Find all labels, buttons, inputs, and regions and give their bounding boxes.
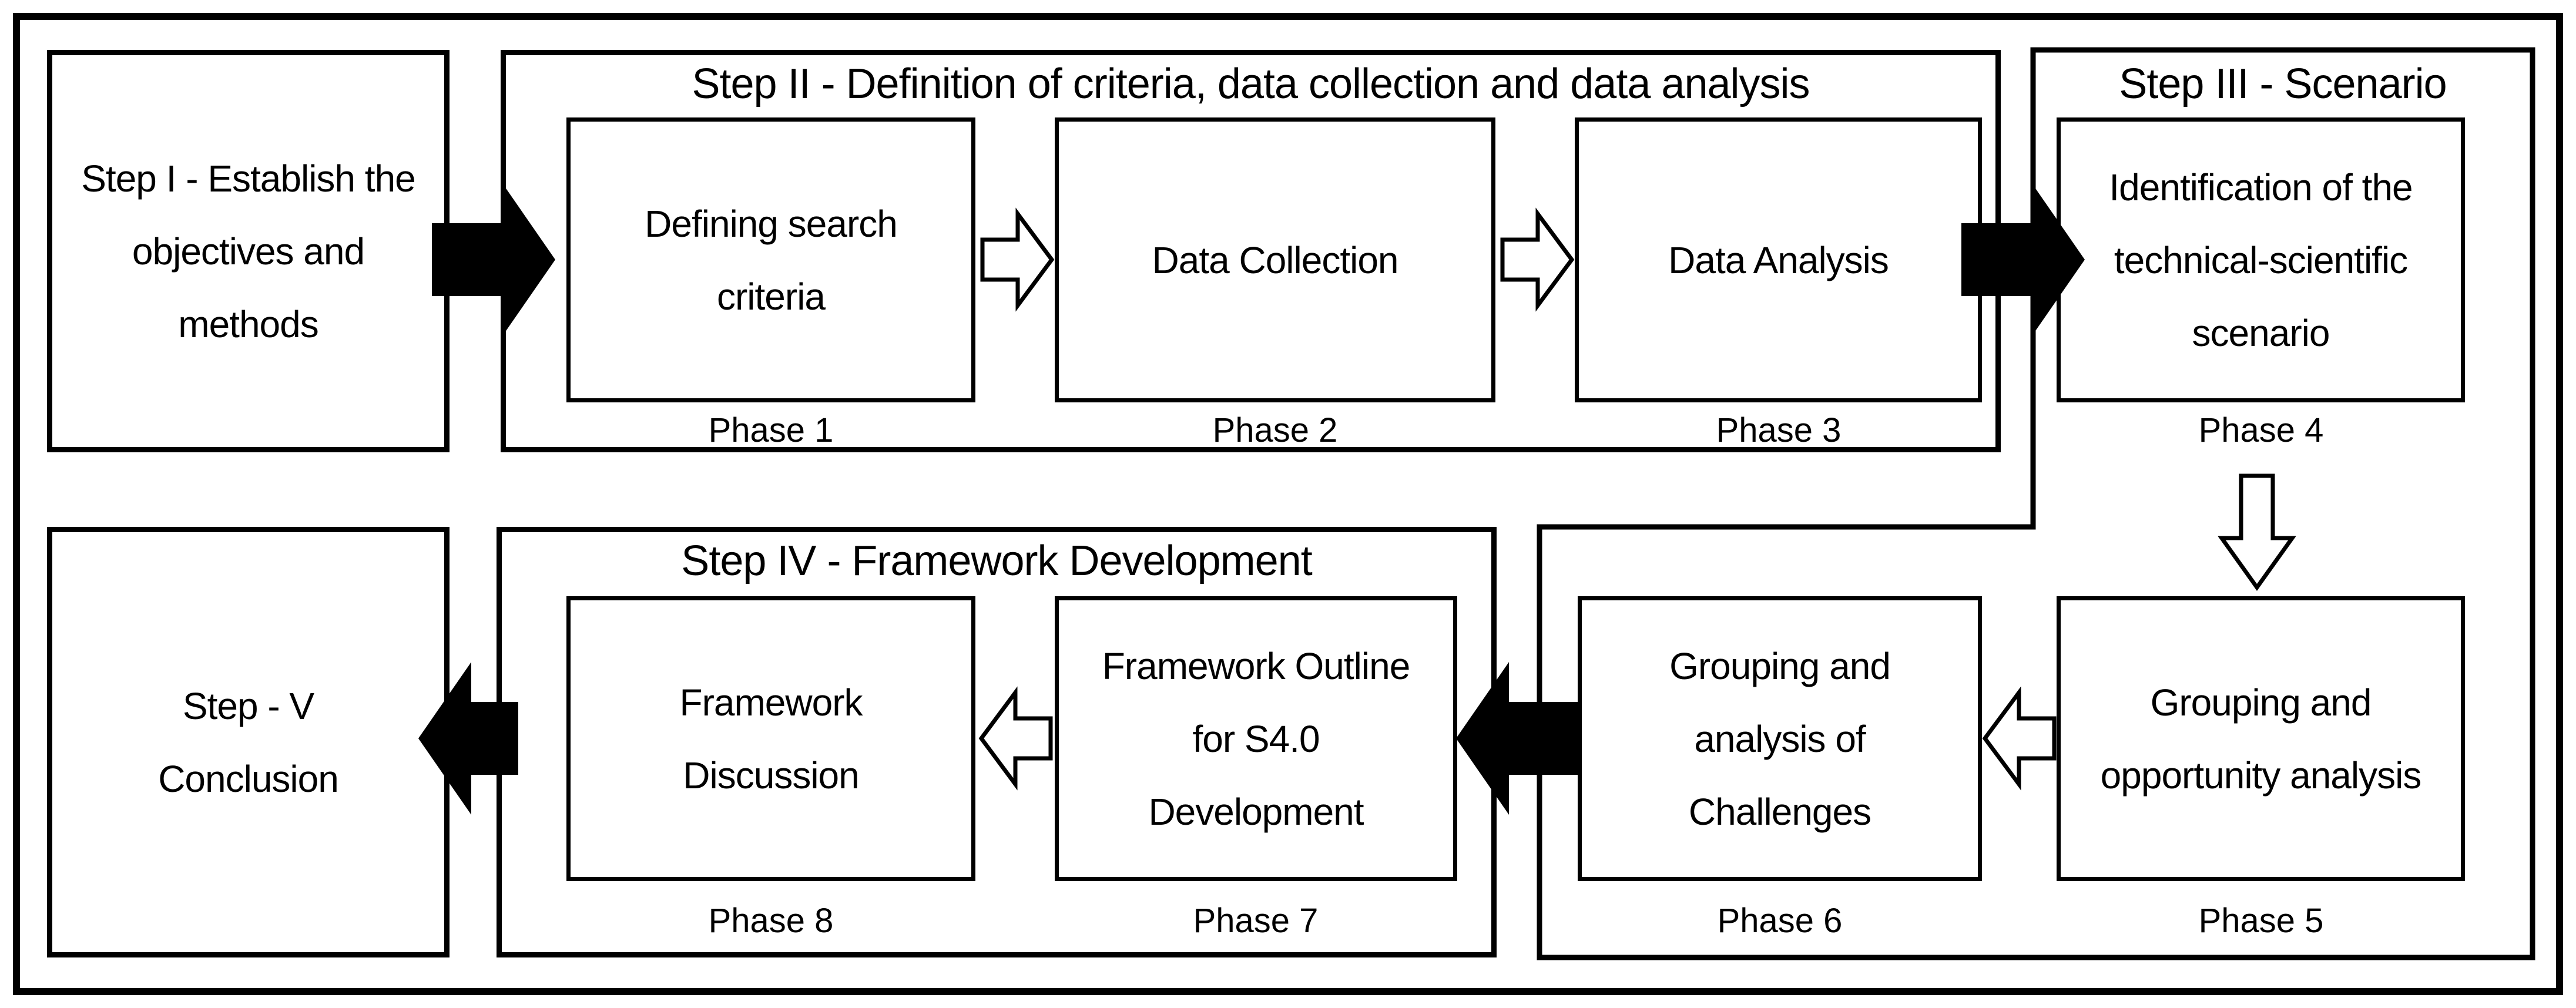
- step1-label: Step I - Establish the objectives and me…: [81, 157, 416, 345]
- phase7-box-label: Framework Outline for S4.0 Development: [1102, 644, 1411, 833]
- arrow-phase2-to-phase3-icon: [1500, 207, 1575, 312]
- step2-title: Step II - Definition of criteria, data c…: [692, 61, 1810, 107]
- phase2-box: Data Collection: [1055, 117, 1495, 402]
- phase5-box: Grouping and opportunity analysis: [2057, 596, 2465, 881]
- phase6-box: Grouping and analysis of Challenges: [1578, 596, 1982, 881]
- arrow-step4-to-step5-icon: [418, 662, 518, 815]
- phase4-box-label: Identification of the technical-scientif…: [2109, 166, 2413, 354]
- phase1-box-label: Defining search criteria: [645, 202, 898, 318]
- phase8-box-label: Framework Discussion: [679, 681, 863, 797]
- arrow-phase1-to-phase2-icon: [980, 207, 1055, 312]
- step4-title: Step IV - Framework Development: [681, 537, 1312, 584]
- arrow-step1-to-step2-icon: [432, 183, 555, 336]
- arrow-phase4-to-phase5-icon: [2218, 473, 2296, 592]
- phase3-box: Data Analysis: [1575, 117, 1982, 402]
- phase6-label: Phase 6: [1717, 902, 1843, 940]
- phase3-box-label: Data Analysis: [1668, 238, 1889, 281]
- step5-label: Step - V Conclusion: [158, 684, 339, 800]
- phase7-label: Phase 7: [1193, 902, 1319, 940]
- phase7-box: Framework Outline for S4.0 Development: [1055, 596, 1457, 881]
- phase1-label: Phase 1: [708, 411, 834, 449]
- phase4-box: Identification of the technical-scientif…: [2057, 117, 2465, 402]
- phase6-box-label: Grouping and analysis of Challenges: [1669, 644, 1891, 833]
- step3-title: Step III - Scenario: [2119, 61, 2447, 107]
- phase8-label: Phase 8: [708, 902, 834, 940]
- phase4-label: Phase 4: [2198, 411, 2324, 449]
- phase2-box-label: Data Collection: [1152, 238, 1399, 281]
- phase8-box: Framework Discussion: [566, 596, 975, 881]
- arrow-phase7-to-phase8-icon: [978, 686, 1053, 791]
- arrow-phase6-to-step4-icon: [1456, 662, 1579, 815]
- phase2-label: Phase 2: [1212, 411, 1338, 449]
- step3-l-container: [1537, 47, 2535, 960]
- outer-frame: [13, 13, 2563, 995]
- arrow-step2-to-step3-icon: [1961, 183, 2085, 336]
- phase1-box: Defining search criteria: [566, 117, 975, 402]
- phase5-label: Phase 5: [2198, 902, 2324, 940]
- phase3-label: Phase 3: [1716, 411, 1842, 449]
- arrow-phase5-to-phase6-icon: [1982, 686, 2057, 791]
- phase5-box-label: Grouping and opportunity analysis: [2100, 681, 2422, 797]
- step5-box: Step - V Conclusion: [47, 527, 450, 957]
